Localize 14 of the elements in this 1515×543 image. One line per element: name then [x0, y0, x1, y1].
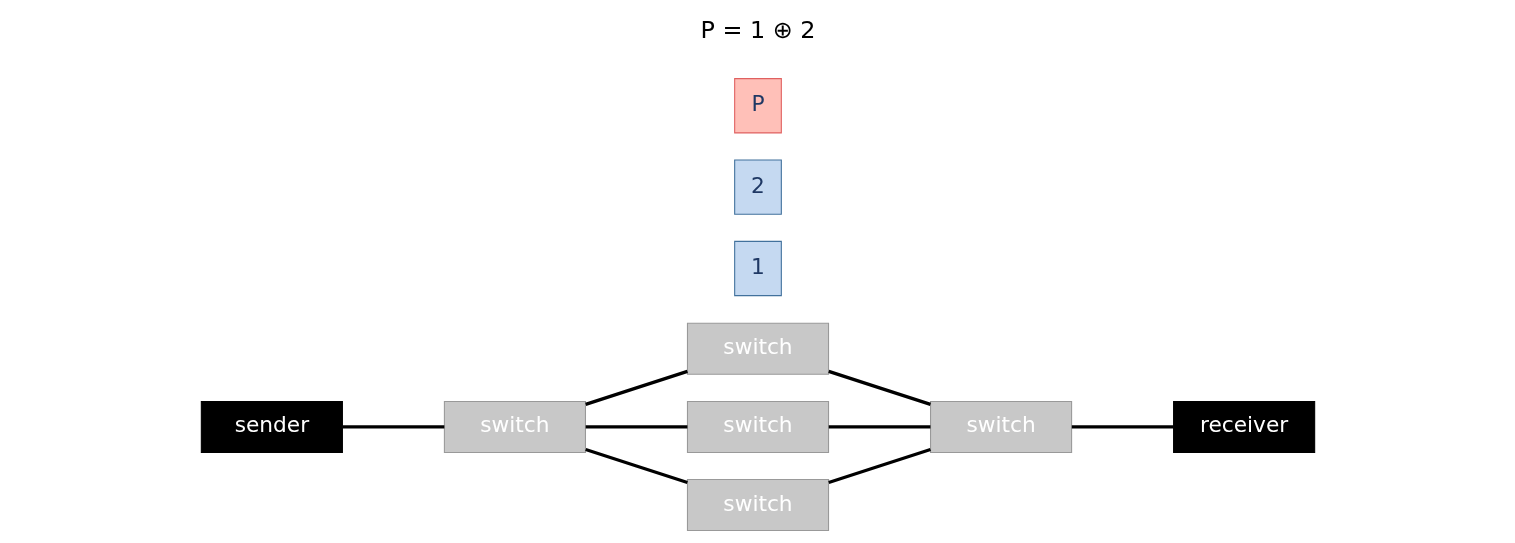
connector [1071, 425, 1173, 429]
connector [827, 369, 931, 406]
node-box: sender [200, 400, 343, 453]
node-box: P [733, 78, 782, 134]
connector [828, 425, 930, 429]
label: P = 1 ⊕ 2 [699, 16, 816, 45]
connector [585, 425, 687, 429]
node-box: 1 [733, 240, 782, 297]
node-box: receiver [1172, 400, 1315, 453]
node-box: 2 [733, 159, 782, 215]
connector [342, 425, 444, 429]
connector [584, 448, 688, 485]
connector [584, 369, 688, 406]
connector [827, 447, 931, 484]
